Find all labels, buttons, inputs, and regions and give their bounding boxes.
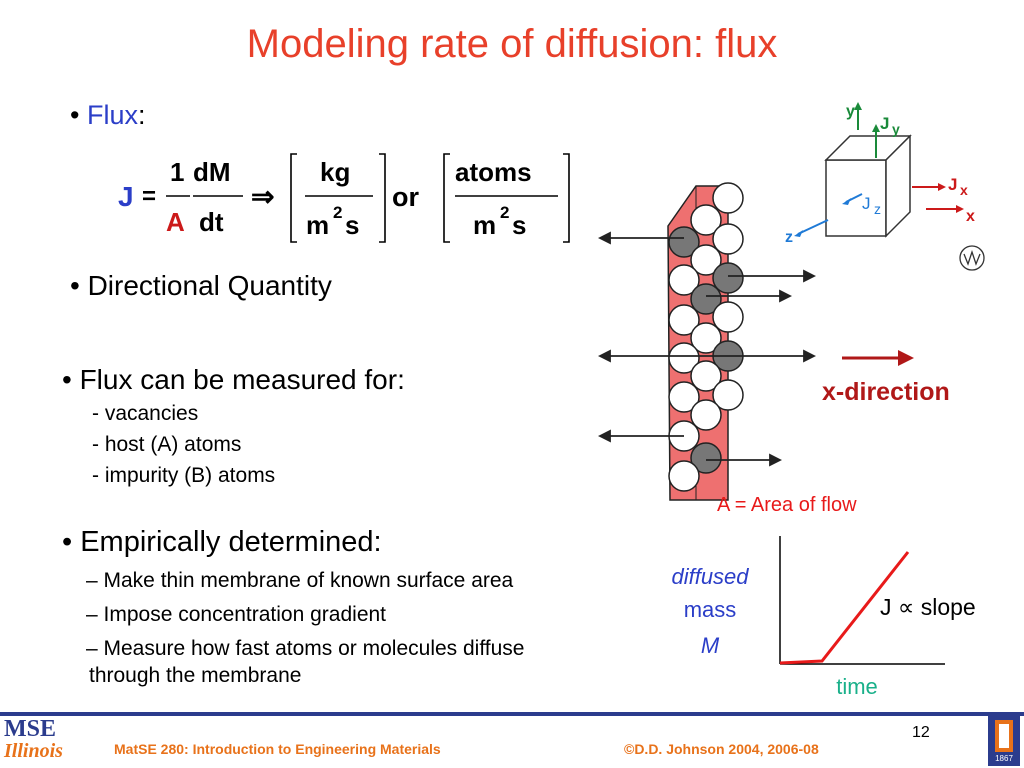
flux-equation: J = 1 A dM dt ⇒ kg m 2 s or atoms m 2 s bbox=[118, 153, 570, 243]
wiggle-icon bbox=[959, 245, 985, 271]
flux-term: Flux bbox=[86, 100, 138, 130]
eq-sq-1: 2 bbox=[333, 203, 342, 222]
eq-dM: dM bbox=[193, 157, 231, 187]
eq-atoms: atoms bbox=[455, 157, 532, 187]
axis-z-label: z bbox=[785, 229, 793, 246]
mass-curve bbox=[779, 551, 910, 665]
flux-colon: : bbox=[137, 100, 146, 130]
eq-equals: = bbox=[142, 183, 156, 210]
flux-jx-label: J bbox=[948, 175, 957, 194]
eq-or: or bbox=[392, 182, 419, 212]
graph-slope-label: J ∝ slope bbox=[880, 594, 976, 620]
flux-bullet: • Flux: bbox=[70, 100, 146, 131]
measured-item-host: - host (A) atoms bbox=[92, 433, 242, 456]
graph-ylabel-diffused: diffused bbox=[671, 564, 749, 589]
directional-bullet: • Directional Quantity bbox=[70, 270, 332, 301]
membrane-diagram: x-direction bbox=[597, 182, 950, 501]
graph-ylabel-M: M bbox=[700, 633, 720, 658]
eq-A: A bbox=[166, 207, 185, 237]
flux-jy-label: J bbox=[880, 114, 889, 133]
measured-item-impurity: - impurity (B) atoms bbox=[92, 464, 276, 487]
page-number: 12 bbox=[912, 724, 930, 741]
illinois-logo: Illinois bbox=[4, 740, 63, 762]
eq-J: J bbox=[118, 181, 134, 212]
area-of-flow-label: A = Area of flow bbox=[717, 494, 857, 516]
graph-xlabel-time: time bbox=[836, 674, 878, 699]
footer-copyright: ©D.D. Johnson 2004, 2006-08 bbox=[624, 741, 819, 757]
footer-course: MatSE 280: Introduction to Engineering M… bbox=[114, 741, 441, 757]
eq-one: 1 bbox=[170, 157, 184, 187]
x-direction-label: x-direction bbox=[822, 378, 950, 406]
flux-jz-sub: z bbox=[874, 201, 881, 217]
eq-implies: ⇒ bbox=[251, 181, 274, 212]
empirical-item-continuation: through the membrane bbox=[89, 664, 302, 687]
flux-jz-label: J bbox=[862, 194, 871, 213]
eq-m-2: m bbox=[473, 210, 496, 240]
empirical-heading: • Empirically determined: bbox=[62, 526, 382, 558]
empirical-item-measure: – Measure how fast atoms or molecules di… bbox=[86, 637, 525, 660]
university-seal: 1867 bbox=[988, 716, 1020, 766]
mse-logo: MSE bbox=[4, 716, 57, 742]
flux-axes-diagram: y J y J x x z J z bbox=[785, 102, 985, 271]
eq-s-1: s bbox=[345, 210, 359, 240]
slide-title: Modeling rate of diffusion: flux bbox=[246, 22, 778, 66]
empirical-item-membrane: – Make thin membrane of known surface ar… bbox=[86, 569, 514, 592]
footer-rule bbox=[0, 712, 1024, 716]
mass-vs-time-graph bbox=[779, 536, 945, 665]
flux-jy-sub: y bbox=[892, 121, 900, 137]
eq-s-2: s bbox=[512, 210, 526, 240]
flux-jx-sub: x bbox=[960, 182, 968, 198]
eq-sq-2: 2 bbox=[500, 203, 509, 222]
graph-ylabel-mass: mass bbox=[683, 597, 737, 622]
axis-x-label: x bbox=[966, 208, 975, 225]
eq-dt: dt bbox=[199, 207, 224, 237]
eq-kg: kg bbox=[320, 157, 350, 187]
bullet-mark: • bbox=[70, 100, 80, 130]
eq-m-1: m bbox=[306, 210, 329, 240]
measured-item-vacancies: - vacancies bbox=[92, 402, 199, 425]
axis-y-label: y bbox=[846, 103, 855, 120]
empirical-item-gradient: – Impose concentration gradient bbox=[86, 603, 387, 626]
seal-year: 1867 bbox=[995, 754, 1013, 763]
measured-heading: • Flux can be measured for: bbox=[62, 364, 405, 395]
